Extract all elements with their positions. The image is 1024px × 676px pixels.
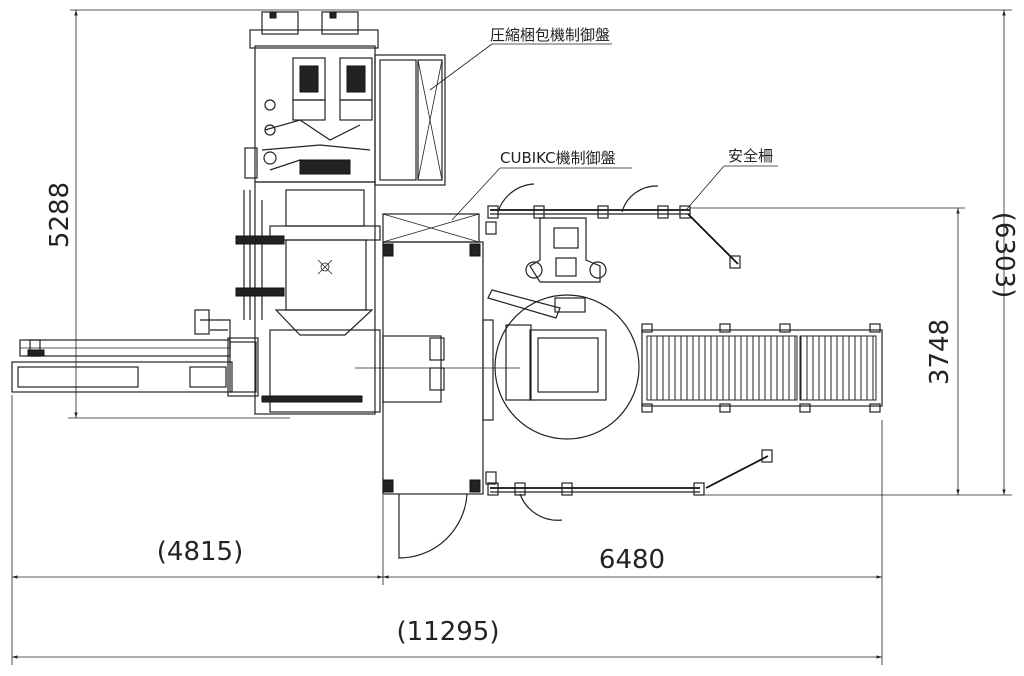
cubikc-control-panel <box>382 213 480 243</box>
roller-conveyor <box>641 323 883 413</box>
dimension-label-width-right: 6480 <box>599 545 665 575</box>
compress-panel-label: 圧縮梱包機制御盤 <box>490 26 610 44</box>
cubikc-machine <box>355 241 520 559</box>
dimension-label-width-left: (4815) <box>157 537 243 567</box>
cubikc-panel-label: CUBIKC機制御盤 <box>500 149 616 167</box>
compress-control-panel <box>244 11 446 186</box>
safety-fence-label: 安全柵 <box>728 147 773 165</box>
dimension-label-height-total: (6303) <box>989 212 1019 298</box>
sensor-unit <box>525 217 607 283</box>
dimension-label-width-total: (11295) <box>397 617 500 647</box>
turntable <box>487 289 640 440</box>
dimension-label-height-right: 3748 <box>925 319 955 385</box>
dimension-lines <box>11 9 1012 665</box>
baler-machine <box>194 181 381 415</box>
svg-text:3748: 3748 <box>925 319 955 385</box>
safety-fence-bottom <box>487 449 773 521</box>
compress-panel-leader <box>429 43 612 91</box>
fence-posts-left <box>485 221 497 485</box>
cubikc-panel-leader <box>451 167 632 221</box>
svg-text:5288: 5288 <box>45 182 75 248</box>
pusher-cylinder <box>11 339 233 393</box>
safety-fence-top <box>487 183 741 269</box>
dimension-label-height-left: 5288 <box>45 182 75 248</box>
safety-fence-leader <box>685 165 778 211</box>
svg-text:(6303): (6303) <box>989 212 1019 298</box>
